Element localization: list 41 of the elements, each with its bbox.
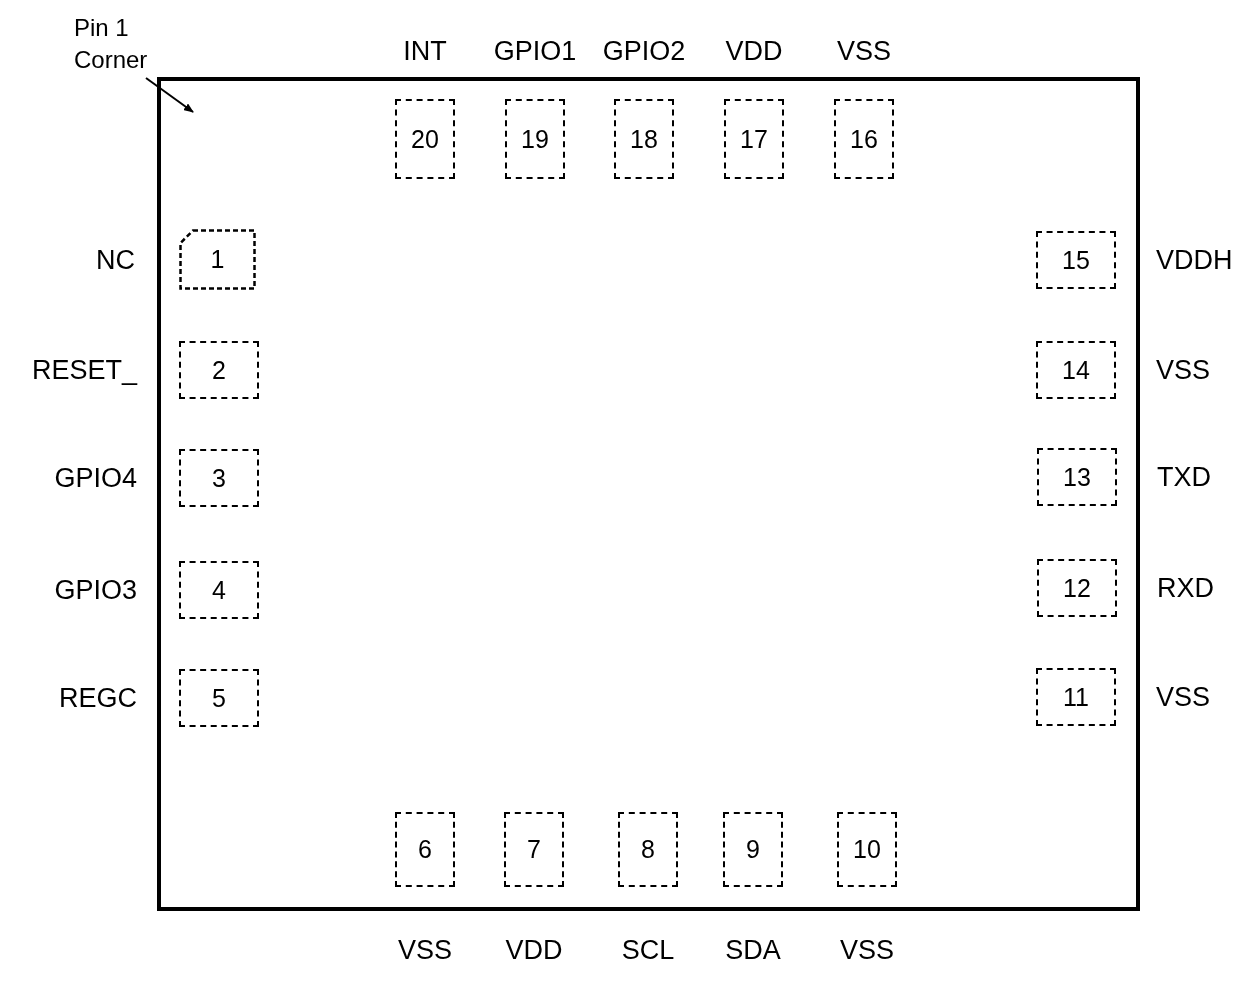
- pin-number: 2: [212, 357, 226, 383]
- pin-number: 6: [418, 837, 432, 862]
- pin-name: VSS: [398, 937, 452, 964]
- pin-name: REGC: [59, 684, 137, 712]
- pin-number: 3: [212, 465, 226, 491]
- pin-name: VSS: [837, 38, 891, 65]
- pin-name: VSS: [1156, 683, 1211, 711]
- pin-name: VDD: [725, 38, 783, 65]
- pin-number: 10: [853, 837, 881, 862]
- pin-number: 5: [212, 685, 226, 711]
- pin-number: 9: [746, 837, 760, 862]
- pin-name: NC: [96, 246, 135, 273]
- pin-name: VDDH: [1156, 246, 1233, 274]
- pin-name: RXD: [1157, 574, 1214, 602]
- pin-name: VSS: [1156, 356, 1211, 384]
- pin-name: GPIO4: [54, 464, 137, 492]
- pin-number: 20: [411, 126, 439, 152]
- pin-name: SDA: [725, 937, 781, 964]
- pin-number: 16: [850, 126, 878, 152]
- pin-name: GPIO1: [493, 38, 577, 65]
- pin-name: GPIO3: [54, 576, 137, 604]
- pin-number: 4: [212, 577, 226, 603]
- annotation-text: Pin 1 Corner: [74, 12, 169, 77]
- pin-number: 12: [1063, 575, 1091, 601]
- pin-number: 19: [521, 126, 549, 152]
- pin-number: 13: [1063, 464, 1091, 490]
- pin-number: 15: [1062, 247, 1090, 273]
- pin-number: 1: [210, 247, 225, 272]
- pin-name: VDD: [505, 937, 563, 964]
- pin-number: 14: [1062, 357, 1090, 383]
- pin-number: 11: [1063, 684, 1089, 710]
- pin-name: GPIO2: [602, 38, 686, 65]
- pin-number: 17: [740, 126, 768, 152]
- pin-number: 8: [641, 837, 655, 862]
- pin-number: 7: [527, 837, 541, 862]
- pin-name: INT: [403, 38, 447, 65]
- pin-name: VSS: [840, 937, 894, 964]
- pin-name: TXD: [1157, 463, 1211, 491]
- pin-name: SCL: [621, 937, 675, 964]
- pin-number: 18: [630, 126, 658, 152]
- pin-name: RESET_: [31, 356, 137, 384]
